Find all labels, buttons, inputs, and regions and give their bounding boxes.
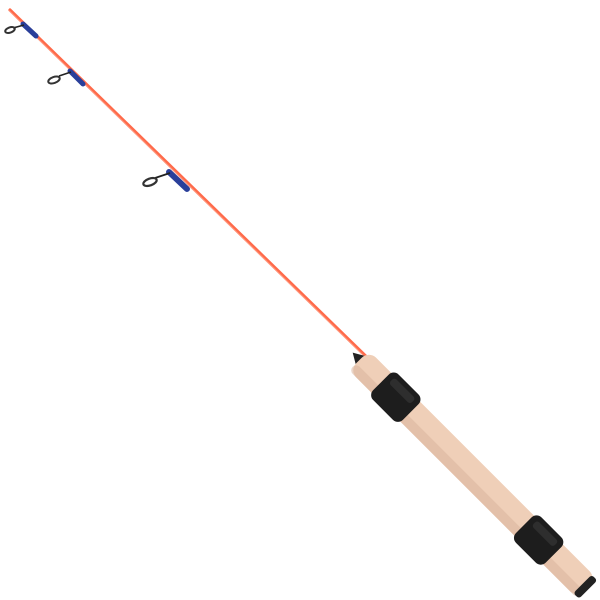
line-guide-middle (47, 68, 86, 87)
grip-ring-upper (371, 372, 421, 422)
grip-ring-lower (513, 515, 564, 565)
line-guide-tip (4, 21, 39, 39)
end-cap (574, 575, 597, 598)
rod-blank (8, 8, 382, 372)
rod-handle (351, 352, 597, 598)
line-guide-lower (142, 169, 190, 192)
